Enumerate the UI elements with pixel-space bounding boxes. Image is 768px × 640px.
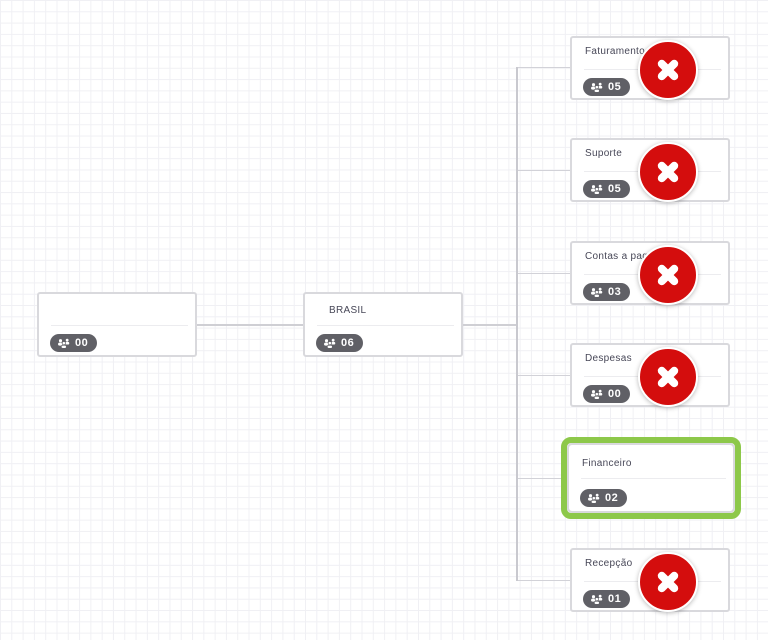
member-count-badge: 00 [583, 385, 631, 403]
node-divider [581, 478, 726, 479]
connector-branch-financeiro [518, 478, 561, 479]
users-icon [591, 287, 603, 298]
connector-branch-suporte [518, 170, 570, 171]
users-icon [591, 82, 603, 93]
node-title: Faturamento [585, 46, 645, 57]
node-title: Contas a pagar [585, 251, 658, 262]
connector-root-to-country [195, 324, 303, 326]
connector-trunk [516, 67, 518, 581]
x-icon [657, 161, 679, 183]
delete-node-button[interactable] [638, 40, 698, 100]
member-count-badge: 00 [50, 334, 98, 352]
org-node-contas-a-pagar[interactable]: Contas a pagar 03 [570, 241, 730, 305]
node-divider [317, 325, 454, 326]
users-icon [591, 389, 603, 400]
org-node-root[interactable]: 00 [37, 292, 197, 357]
node-title: BRASIL [329, 305, 367, 316]
connector-branch-despesas [518, 375, 570, 376]
users-icon [58, 338, 70, 349]
node-title: Despesas [585, 353, 632, 364]
connector-branch-recepcao [518, 580, 570, 581]
member-count: 06 [341, 337, 355, 349]
node-title: Recepção [585, 558, 633, 569]
node-title: Financeiro [582, 458, 632, 469]
org-node-faturamento[interactable]: Faturamento 05 [570, 36, 730, 100]
member-count-badge: 05 [583, 180, 631, 198]
delete-node-button[interactable] [638, 347, 698, 407]
member-count: 05 [608, 81, 622, 93]
member-count-badge: 06 [316, 334, 364, 352]
connector-branch-faturamento [518, 67, 570, 68]
x-icon [657, 264, 679, 286]
users-icon [591, 184, 603, 195]
selected-node-highlight: Financeiro 02 [561, 437, 741, 519]
org-node-financeiro[interactable]: Financeiro 02 [567, 443, 735, 513]
member-count: 03 [608, 286, 622, 298]
node-divider [51, 325, 188, 326]
member-count-badge: 03 [583, 283, 631, 301]
member-count: 01 [608, 593, 622, 605]
member-count: 05 [608, 183, 622, 195]
x-icon [657, 366, 679, 388]
delete-node-button[interactable] [638, 552, 698, 612]
org-node-recepcao[interactable]: Recepção 01 [570, 548, 730, 612]
member-count-badge: 01 [583, 590, 631, 608]
org-node-brasil[interactable]: BRASIL 06 [303, 292, 463, 357]
member-count: 00 [608, 388, 622, 400]
member-count: 00 [75, 337, 89, 349]
org-node-despesas[interactable]: Despesas 00 [570, 343, 730, 407]
member-count: 02 [605, 492, 619, 504]
member-count-badge: 05 [583, 78, 631, 96]
x-icon [657, 59, 679, 81]
org-node-suporte[interactable]: Suporte 05 [570, 138, 730, 202]
node-title: Suporte [585, 148, 623, 159]
connector-country-to-trunk [463, 324, 516, 326]
users-icon [324, 338, 336, 349]
x-icon [657, 571, 679, 593]
delete-node-button[interactable] [638, 245, 698, 305]
users-icon [588, 493, 600, 504]
connector-branch-contas-a-pagar [518, 273, 570, 274]
delete-node-button[interactable] [638, 142, 698, 202]
users-icon [591, 594, 603, 605]
member-count-badge: 02 [580, 489, 628, 507]
